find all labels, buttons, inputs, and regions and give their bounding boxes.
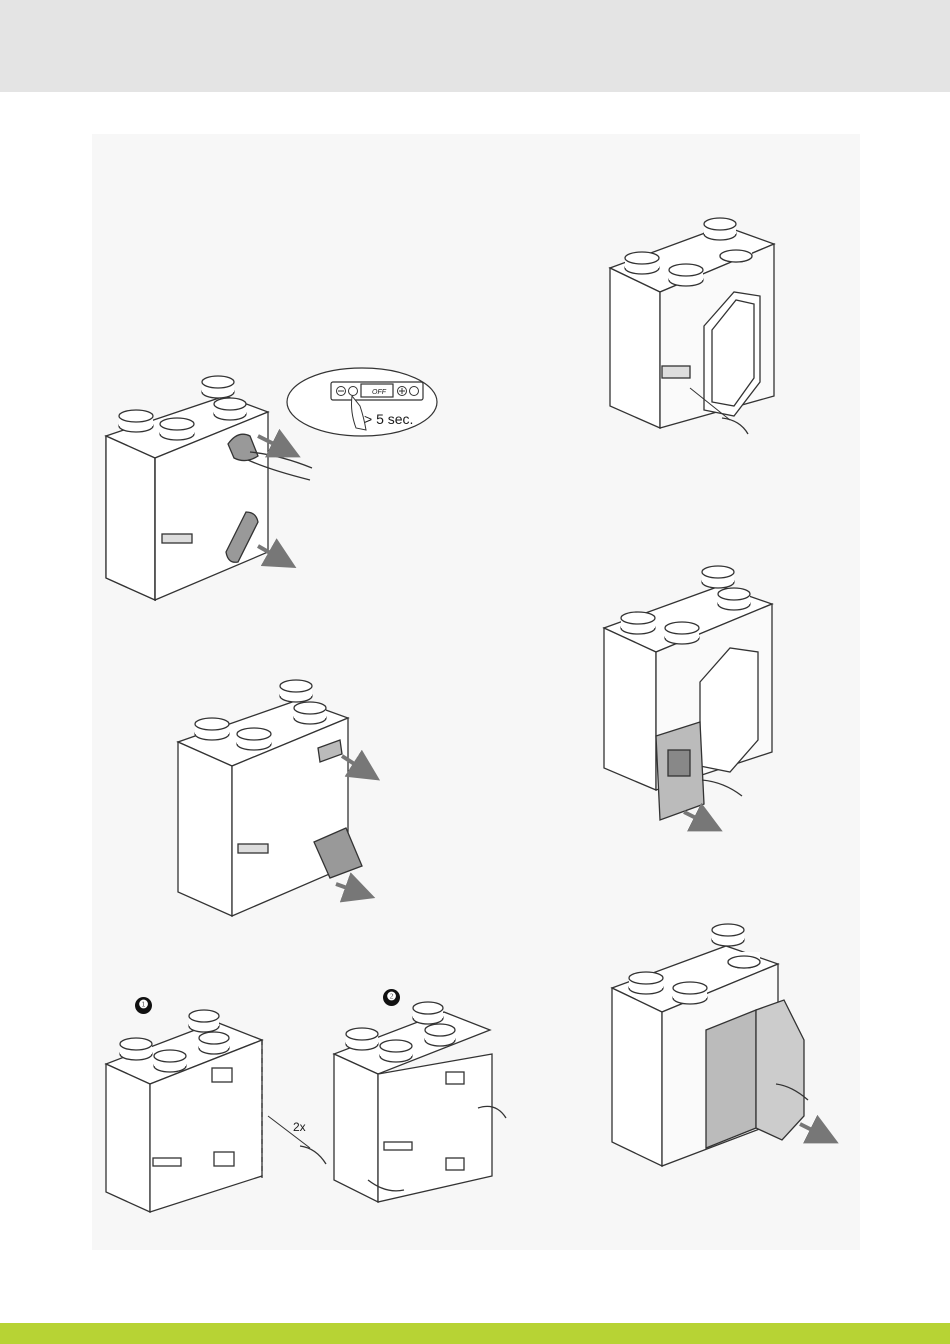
unit-open-front bbox=[334, 1002, 506, 1202]
display-readout: OFF bbox=[372, 389, 386, 396]
unit-remove-board bbox=[604, 566, 772, 820]
unit-remove-exchanger bbox=[612, 924, 808, 1166]
menu-button-icon bbox=[410, 387, 419, 396]
repeat-count-label: 2x bbox=[293, 1120, 306, 1134]
step-1-marker: ❶ bbox=[135, 997, 152, 1014]
unit-filters-removed bbox=[178, 680, 362, 916]
hold-duration-label: > 5 sec. bbox=[364, 411, 413, 427]
plus-button-icon bbox=[398, 387, 407, 396]
unit-open-exchanger bbox=[610, 218, 774, 434]
confirm-button-icon bbox=[349, 387, 358, 396]
step-2-marker: ❷ bbox=[383, 989, 400, 1006]
unit-unscrew-front bbox=[106, 1010, 326, 1212]
unit-filter-covers bbox=[106, 376, 312, 600]
minus-button-icon bbox=[337, 387, 346, 396]
